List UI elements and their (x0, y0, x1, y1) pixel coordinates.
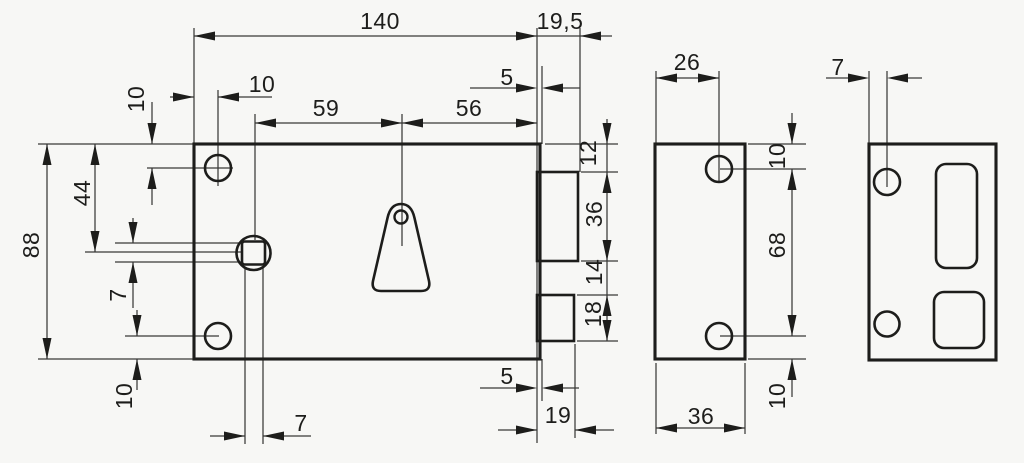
dim-deadbolt-height: 18 (580, 301, 606, 328)
screw-hole-bottom-left (203, 321, 233, 351)
strike-view-dimension-arrows (848, 73, 908, 83)
strike-plate-outline (867, 142, 998, 362)
side-view-dimension-arrows (656, 73, 797, 433)
dim-keyhole-to-face: 56 (456, 95, 483, 121)
dim-follower-axis: 44 (69, 180, 95, 207)
dim-side-hole-inset: 26 (674, 49, 701, 75)
dead-bolt (535, 293, 576, 343)
screw-hole-top-left (203, 153, 233, 183)
front-view (192, 142, 580, 361)
dim-follower-square-v: 7 (105, 288, 131, 301)
lock-case-outline (192, 142, 542, 361)
dim-latch-offset-top: 12 (575, 140, 601, 167)
dim-case-height: 88 (18, 232, 44, 259)
dimension-labels: 140 19,5 10 5 59 56 10 44 88 7 10 7 5 19… (18, 8, 844, 436)
dim-face-offset-top: 5 (500, 64, 513, 90)
dim-screw-hole-inset: 10 (249, 71, 276, 97)
latch-bolt (535, 170, 580, 263)
side-hole-bottom (704, 321, 734, 351)
latch-cutout (934, 162, 979, 270)
dim-face-to-deadbolt: 19 (545, 402, 572, 428)
follower-square (240, 240, 267, 266)
side-case-outline (653, 142, 747, 361)
dim-follower-to-keyhole: 59 (313, 95, 340, 121)
dim-side-hole-top: 10 (764, 143, 790, 170)
side-hole-top (704, 154, 734, 184)
dim-follower-square-h: 7 (294, 410, 307, 436)
strike-hole-bottom (873, 310, 901, 338)
strike-plate-view (867, 142, 998, 362)
dim-screw-hole-bottom: 10 (111, 383, 137, 410)
keyhole-escutcheon (371, 202, 431, 293)
front-view-dimension-arrows (42, 31, 612, 441)
dim-face-offset-bottom: 5 (500, 363, 513, 389)
dim-case-depth: 36 (688, 403, 715, 429)
strike-view-dimension-lines (826, 71, 922, 187)
strike-hole-top (872, 167, 902, 197)
dim-side-hole-spacing: 68 (764, 232, 790, 259)
dim-screw-hole-top: 10 (123, 86, 149, 113)
dim-side-hole-bottom: 10 (764, 383, 790, 410)
dim-faceplate-width: 19,5 (537, 8, 584, 34)
keyhole-pin (393, 209, 409, 225)
dim-case-width: 140 (360, 8, 400, 34)
dim-bolt-gap: 14 (581, 259, 607, 286)
side-view (653, 142, 747, 361)
dim-latch-height: 36 (581, 201, 607, 228)
deadbolt-cutout (932, 290, 986, 350)
follower-circle (235, 234, 272, 272)
dim-strike-hole-inset: 7 (831, 54, 844, 80)
